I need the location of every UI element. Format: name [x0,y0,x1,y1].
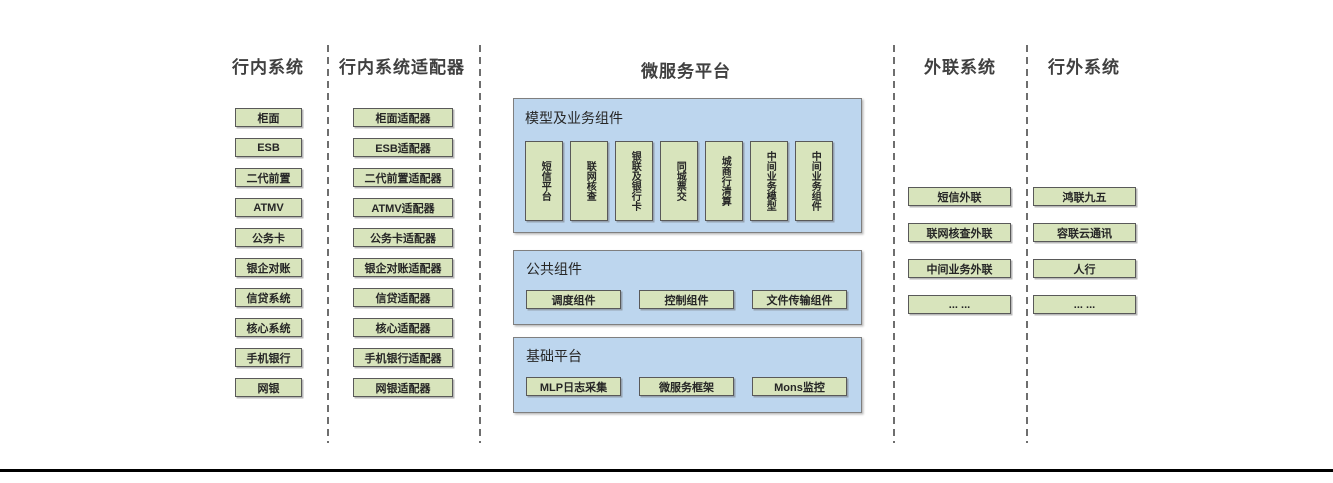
system-box: ATMV [235,198,302,217]
outside-systems-list: 鸿联九五容联云通讯人行 ... ... [1033,187,1136,314]
system-box: 信贷系统 [235,288,302,307]
models-components-list: 短信平台联网核查银联及银行卡同城票交城商行清算中间业务模型中间业务组件 [525,141,849,221]
outside-box: ... ... [1033,295,1136,314]
system-box: 银企对账 [235,258,302,277]
panel-label: 模型及业务组件 [525,110,623,126]
component-box-vertical: 联网核查 [570,141,608,221]
panel-label: 基础平台 [526,348,582,364]
panel-models-business-components: 模型及业务组件 短信平台联网核查银联及银行卡同城票交城商行清算中间业务模型中间业… [513,98,862,233]
component-box-vertical: 中间业务模型 [750,141,788,221]
system-box: ESB [235,138,302,157]
component-box: 微服务框架 [639,377,734,396]
component-box: 调度组件 [526,290,621,309]
external-box: 中间业务外联 [908,259,1011,278]
adapter-box: 网银适配器 [353,378,453,397]
system-box: 柜面 [235,108,302,127]
adapter-box: 公务卡适配器 [353,228,453,247]
adapter-box: 信贷适配器 [353,288,453,307]
adapter-box: ESB适配器 [353,138,453,157]
panel-common-components: 公共组件 调度组件控制组件文件传输组件 [513,250,862,325]
header-internal-systems: 行内系统 [232,58,304,77]
system-box: 网银 [235,378,302,397]
panel-base-platform: 基础平台 MLP日志采集微服务框架 Mons监控 [513,337,862,413]
system-box: 核心系统 [235,318,302,337]
system-box: 手机银行 [235,348,302,367]
divider-dashed-4 [1026,45,1028,443]
component-box: 控制组件 [639,290,734,309]
adapter-systems-list: 柜面适配器 ESB适配器二代前置适配器 ATMV适配器公务卡适配器银企对账适配器信贷… [353,108,453,397]
header-external-systems: 外联系统 [924,58,996,77]
adapter-box: 核心适配器 [353,318,453,337]
adapter-box: 二代前置适配器 [353,168,453,187]
outside-box: 容联云通讯 [1033,223,1136,242]
component-box-vertical: 同城票交 [660,141,698,221]
component-box: Mons监控 [752,377,847,396]
outside-box: 鸿联九五 [1033,187,1136,206]
adapter-box: 银企对账适配器 [353,258,453,277]
system-box: 二代前置 [235,168,302,187]
header-microservice-platform: 微服务平台 [641,62,731,81]
system-box: 公务卡 [235,228,302,247]
divider-dashed-2 [479,45,481,443]
base-platform-list: MLP日志采集微服务框架 Mons监控 [526,377,849,396]
external-box: 联网核查外联 [908,223,1011,242]
component-box-vertical: 城商行清算 [705,141,743,221]
header-outside-systems: 行外系统 [1048,58,1120,77]
divider-dashed-1 [327,45,329,443]
component-box: 文件传输组件 [752,290,847,309]
divider-dashed-3 [893,45,895,443]
header-adapter-systems: 行内系统适配器 [339,58,465,77]
external-box: ... ... [908,295,1011,314]
external-box: 短信外联 [908,187,1011,206]
component-box-vertical: 短信平台 [525,141,563,221]
adapter-box: 手机银行适配器 [353,348,453,367]
adapter-box: ATMV适配器 [353,198,453,217]
outside-box: 人行 [1033,259,1136,278]
adapter-box: 柜面适配器 [353,108,453,127]
component-box-vertical: 中间业务组件 [795,141,833,221]
internal-systems-list: 柜面 ESB 二代前置 ATMV 公务卡银企对账信贷系统核心系统手机银行网银 [235,108,302,397]
component-box: MLP日志采集 [526,377,621,396]
panel-label: 公共组件 [526,261,582,277]
external-systems-list: 短信外联联网核查外联中间业务外联 ... ... [908,187,1011,314]
common-components-list: 调度组件控制组件文件传输组件 [526,290,849,309]
component-box-vertical: 银联及银行卡 [615,141,653,221]
bottom-rule [0,469,1333,472]
